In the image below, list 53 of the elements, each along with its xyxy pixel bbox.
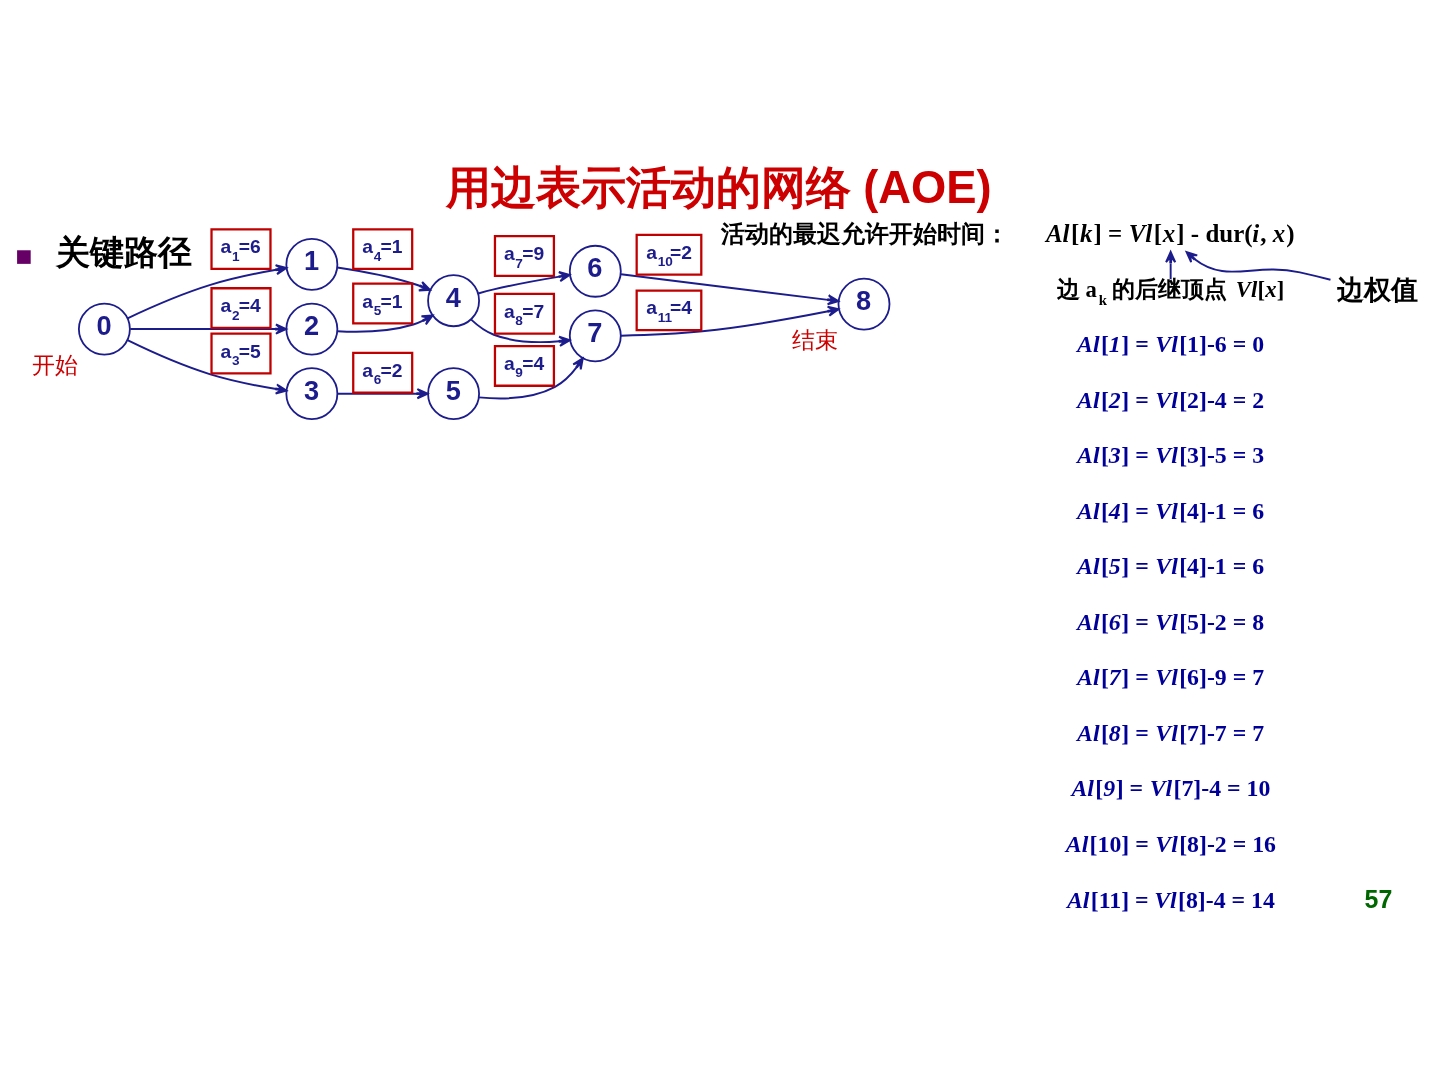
edge-label: a$_{3}$=5 [220, 340, 261, 368]
node-circle: 6 [568, 244, 622, 298]
label: Al[9] = Vl[7]-4 = 10 [1071, 775, 1271, 801]
edge-label: a$_{2}$=4 [220, 294, 261, 323]
node-text: 边 a$_{k}$ 的后继顶点 Vl[x] [1056, 276, 1285, 308]
node-circle: 7 [568, 308, 622, 362]
label: 活动的最迟允许开始时间： [720, 219, 1009, 247]
edge-label: a$_{7}$=9 [504, 242, 545, 271]
edge-label: a$_{11}$=4 [646, 296, 693, 325]
edge-label: a$_{1}$=6 [220, 235, 261, 264]
edge-label: a$_{5}$=1 [362, 290, 403, 318]
arrow [336, 387, 429, 399]
node-circle: 5 [427, 366, 480, 420]
arrow [129, 323, 288, 335]
node-label: 结束 [791, 326, 838, 353]
arrow [1165, 250, 1177, 280]
label: 关键路径 [55, 232, 192, 271]
arrow [336, 313, 434, 333]
node-label: 开始 [32, 351, 79, 378]
node-text: 边权值 [1337, 273, 1419, 305]
label: Al[3] = Vl[3]-5 = 3 [1077, 441, 1265, 468]
arrow [620, 272, 840, 305]
arrow [477, 270, 571, 294]
node-circle: 3 [285, 366, 339, 420]
arrow [336, 266, 431, 291]
label: Al[4] = Vl[4]-1 = 6 [1077, 497, 1265, 524]
arrow [470, 318, 571, 347]
edge-label: a$_{8}$=7 [504, 300, 545, 328]
label: 57 [1364, 884, 1393, 913]
label: Al[5] = Vl[4]-1 = 6 [1077, 552, 1265, 579]
arrow [126, 338, 288, 394]
label: Al[1] = Vl[1]-6 = 0 [1077, 330, 1265, 357]
arrow [1185, 250, 1332, 281]
label: Al[8] = Vl[7]-7 = 7 [1077, 719, 1265, 746]
diagram-title: 用边表示活动的网络 (AOE) [445, 161, 992, 213]
edge-label: a$_{4}$=1 [362, 235, 403, 264]
node-circle: 8 [837, 277, 891, 331]
edge-label: a$_{9}$=4 [504, 352, 545, 380]
node-text: Al[k] = Vl[x] - dur(i, x) [1045, 219, 1295, 247]
label: Al[6] = Vl[5]-2 = 8 [1077, 608, 1265, 635]
arrow [477, 356, 584, 399]
arrow [619, 305, 840, 337]
node-circle: 1 [285, 237, 339, 291]
edge-label: a$_{10}$=2 [646, 241, 693, 269]
label: Al[7] = Vl[6]-9 = 7 [1077, 663, 1265, 690]
node-circle: 4 [427, 273, 480, 327]
node-circle: 2 [285, 302, 339, 355]
node-circle: 0 [77, 302, 131, 355]
arrow [126, 263, 288, 319]
edge-label: a$_{6}$=2 [362, 359, 403, 387]
label: Al[11] = Vl[8]-4 = 14 [1066, 886, 1275, 913]
label: Al[10] = Vl[8]-2 = 16 [1065, 830, 1276, 857]
label: Al[2] = Vl[2]-4 = 2 [1077, 386, 1265, 413]
